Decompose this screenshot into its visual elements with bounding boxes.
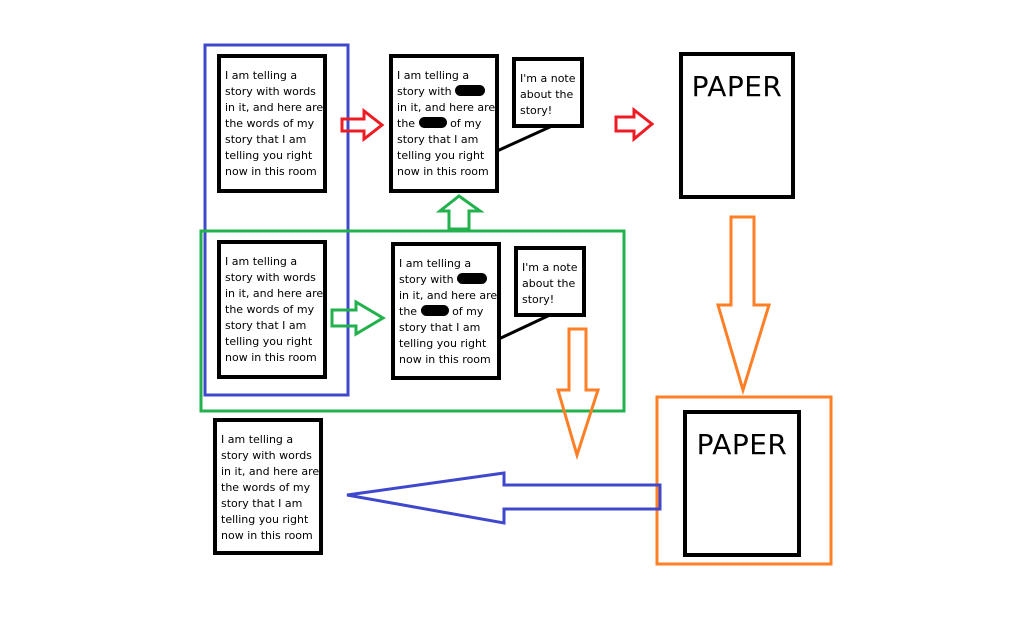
story-line: I am telling a — [225, 255, 298, 268]
note-line: about the — [522, 277, 576, 290]
note-text: I'm a note about the story! — [520, 71, 584, 119]
story-line: the of my — [397, 116, 501, 132]
story-line-text: story that I am — [399, 321, 481, 334]
story-line-text: telling you right — [399, 337, 487, 350]
paper-label: PAPER — [696, 428, 788, 461]
note-line: story! — [520, 104, 553, 117]
story-line: in it, and here are — [225, 101, 324, 114]
story-line: story that I am — [225, 319, 307, 332]
redaction-mark — [457, 273, 488, 284]
story-line-text: story with — [399, 273, 454, 286]
story-line: telling you right — [399, 336, 503, 352]
paper-box-bottom: PAPER — [683, 410, 801, 557]
story-document-redacted-top: I am telling a story with in it, and here… — [389, 54, 499, 193]
story-document-original-green: I am telling a story with words in it, and… — [217, 240, 327, 379]
paper-label: PAPER — [691, 70, 783, 103]
story-line-text: the — [397, 117, 416, 130]
story-line-text: of my — [450, 117, 482, 130]
note-line: I'm a note — [520, 72, 576, 85]
green-group-frame — [199, 229, 626, 413]
redaction-mark — [420, 305, 449, 316]
redaction-mark — [455, 85, 486, 96]
redaction-mark — [418, 117, 447, 128]
note-text: I'm a note about the story! — [522, 260, 586, 308]
story-line: story with — [399, 272, 503, 288]
story-text-redacted: I am telling a story with in it, and here… — [399, 256, 503, 368]
story-line-text: story that I am — [397, 133, 479, 146]
story-line: telling you right — [225, 335, 313, 348]
story-line: telling you right — [225, 149, 313, 162]
orange-arrow-down-small — [555, 327, 601, 461]
story-line-text: telling you right — [397, 149, 485, 162]
story-line: I am telling a — [221, 433, 294, 446]
story-text-full: I am telling a story with words in it, and… — [225, 254, 329, 366]
story-line-text: in it, and here are — [399, 289, 498, 302]
story-line-text: now in this room — [399, 353, 491, 366]
note-line: story! — [522, 293, 555, 306]
red-arrow-right-1 — [340, 107, 385, 143]
blue-arrow-left — [346, 471, 662, 525]
story-line: story that I am — [221, 497, 303, 510]
note-card-top: I'm a note about the story! — [512, 57, 584, 128]
story-line: story that I am — [225, 133, 307, 146]
story-text-full: I am telling a story with words in it, and… — [225, 68, 329, 180]
story-line: in it, and here are — [397, 100, 501, 116]
story-line: now in this room — [225, 351, 317, 364]
story-line: story with words — [221, 449, 312, 462]
story-line: telling you right — [397, 148, 501, 164]
green-arrow-up — [435, 194, 485, 231]
story-text-full: I am telling a story with words in it, and… — [221, 432, 325, 544]
story-line: I am telling a — [225, 69, 298, 82]
story-line: in it, and here are — [225, 287, 324, 300]
story-line: the words of my — [221, 481, 311, 494]
story-line: story with — [397, 84, 501, 100]
story-line: story with words — [225, 271, 316, 284]
story-line: in it, and here are — [221, 465, 320, 478]
story-line: the of my — [399, 304, 503, 320]
story-document-original: I am telling a story with words in it, and… — [217, 54, 327, 193]
story-line: now in this room — [399, 352, 503, 368]
story-line: story that I am — [397, 132, 501, 148]
story-line: I am telling a — [397, 68, 501, 84]
story-line: the words of my — [225, 117, 315, 130]
note-line: about the — [520, 88, 574, 101]
story-line: in it, and here are — [399, 288, 503, 304]
story-text-redacted: I am telling a story with in it, and here… — [397, 68, 501, 180]
story-line: telling you right — [221, 513, 309, 526]
story-document-redacted-bottom: I am telling a story with in it, and here… — [391, 242, 501, 380]
story-document-final: I am telling a story with words in it, and… — [213, 418, 323, 555]
orange-arrow-down-large — [715, 215, 772, 396]
story-line: now in this room — [225, 165, 317, 178]
blue-group-frame — [203, 43, 350, 397]
story-line-text: of my — [452, 305, 484, 318]
orange-paper-frame — [655, 395, 833, 566]
note-card-bottom: I'm a note about the story! — [514, 246, 586, 317]
story-line: the words of my — [225, 303, 315, 316]
story-line-text: I am telling a — [397, 69, 470, 82]
green-arrow-right — [330, 299, 386, 337]
paper-box-top: PAPER — [679, 52, 795, 199]
story-line: story that I am — [399, 320, 503, 336]
story-line: I am telling a — [399, 256, 503, 272]
story-line: story with words — [225, 85, 316, 98]
story-line-text: story with — [397, 85, 452, 98]
story-line-text: in it, and here are — [397, 101, 496, 114]
story-line: now in this room — [397, 164, 501, 180]
story-line: now in this room — [221, 529, 313, 542]
note-line: I'm a note — [522, 261, 578, 274]
story-line-text: I am telling a — [399, 257, 472, 270]
story-line-text: now in this room — [397, 165, 489, 178]
red-arrow-right-2 — [614, 106, 655, 143]
story-line-text: the — [399, 305, 418, 318]
